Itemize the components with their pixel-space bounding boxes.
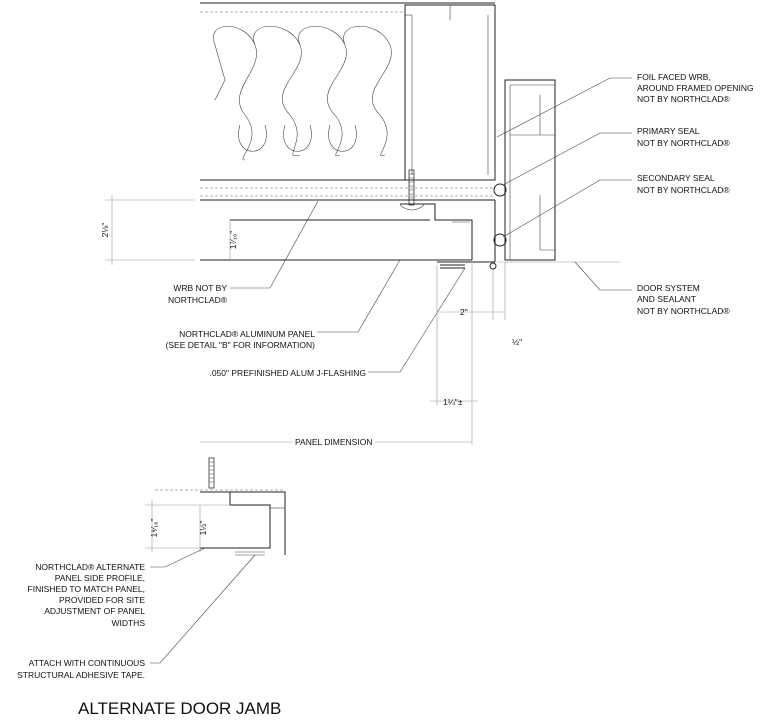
note-secondary-seal: SECONDARY SEAL NOT BY NORTHCLAD®	[637, 173, 730, 195]
dimension-lines	[105, 195, 506, 445]
aluminum-panel	[200, 200, 497, 270]
dim-1-7-16: 1⁷⁄₁₆"	[228, 231, 238, 250]
svg-text:NORTHCLAD® ALUMINUM PANEL: NORTHCLAD® ALUMINUM PANEL	[179, 329, 315, 339]
note-primary-seal: PRIMARY SEAL NOT BY NORTHCLAD®	[637, 126, 730, 148]
door-frame	[493, 79, 620, 263]
svg-text:FINISHED TO MATCH PANEL,: FINISHED TO MATCH PANEL,	[28, 584, 145, 594]
svg-text:AROUND FRAMED OPENING: AROUND FRAMED OPENING	[637, 83, 754, 93]
drawing-title: ALTERNATE DOOR JAMB	[78, 699, 281, 718]
svg-text:DOOR SYSTEM: DOOR SYSTEM	[637, 283, 700, 293]
svg-text:NORTHCLAD®: NORTHCLAD®	[168, 295, 228, 305]
fastener-screw	[399, 169, 425, 211]
svg-text:WIDTHS: WIDTHS	[111, 618, 145, 628]
note-door-system: DOOR SYSTEM AND SEALANT NOT BY NORTHCLAD…	[637, 283, 730, 316]
svg-text:NOT BY NORTHCLAD®: NOT BY NORTHCLAD®	[637, 185, 730, 195]
leader-lines-right	[496, 77, 632, 291]
svg-text:NOT BY NORTHCLAD®: NOT BY NORTHCLAD®	[637, 306, 730, 316]
svg-text:PROVIDED FOR SITE: PROVIDED FOR SITE	[59, 595, 145, 605]
dim-panel-dimension: PANEL DIMENSION	[295, 437, 372, 447]
svg-text:PANEL SIDE PROFILE,: PANEL SIDE PROFILE,	[55, 573, 145, 583]
dim-2-1-8: 2⅛"	[100, 223, 110, 238]
alternate-profile-detail	[145, 457, 286, 664]
note-foil-wrb: FOIL FACED WRB, AROUND FRAMED OPENING NO…	[637, 72, 754, 104]
svg-text:(SEE DETAIL "B" FOR INFORMATIO: (SEE DETAIL "B" FOR INFORMATION)	[166, 340, 316, 350]
svg-text:NOT BY NORTHCLAD®: NOT BY NORTHCLAD®	[637, 138, 730, 148]
svg-text:PRIMARY SEAL: PRIMARY SEAL	[637, 126, 700, 136]
dim-1-9-16: 1⁹⁄₁₆"	[149, 518, 159, 537]
note-j-flashing: .050" PREFINISHED ALUM J-FLASHING	[209, 368, 366, 378]
dim-1-2: ½"	[512, 337, 522, 347]
note-adhesive-tape: ATTACH WITH CONTINUOUS STRUCTURAL ADHESI…	[17, 658, 145, 680]
svg-text:WRB NOT BY: WRB NOT BY	[173, 283, 227, 293]
steel-stud	[404, 4, 496, 181]
svg-text:ATTACH WITH CONTINUOUS: ATTACH WITH CONTINUOUS	[29, 658, 146, 668]
svg-text:SECONDARY SEAL: SECONDARY SEAL	[637, 173, 715, 183]
dim-2: 2"	[460, 307, 468, 317]
insulation-batt	[213, 25, 392, 161]
dim-1-1-4: 1¼"±	[443, 397, 463, 407]
note-wrb: WRB NOT BY NORTHCLAD®	[168, 283, 228, 305]
note-alternate-profile: NORTHCLAD® ALTERNATE PANEL SIDE PROFILE,…	[28, 562, 146, 628]
svg-text:AND SEALANT: AND SEALANT	[637, 294, 696, 304]
wall-assembly	[200, 2, 495, 201]
dim-1-1-2: 1½"	[198, 521, 208, 536]
svg-text:ADJUSTMENT OF PANEL: ADJUSTMENT OF PANEL	[44, 606, 145, 616]
svg-text:NORTHCLAD® ALTERNATE: NORTHCLAD® ALTERNATE	[35, 562, 145, 572]
svg-text:FOIL FACED WRB,: FOIL FACED WRB,	[637, 72, 711, 82]
note-aluminum-panel: NORTHCLAD® ALUMINUM PANEL (SEE DETAIL "B…	[166, 329, 316, 350]
svg-text:NOT BY NORTHCLAD®: NOT BY NORTHCLAD®	[637, 94, 730, 104]
leader-lines-left	[230, 200, 466, 373]
svg-text:STRUCTURAL ADHESIVE TAPE.: STRUCTURAL ADHESIVE TAPE.	[17, 670, 145, 680]
